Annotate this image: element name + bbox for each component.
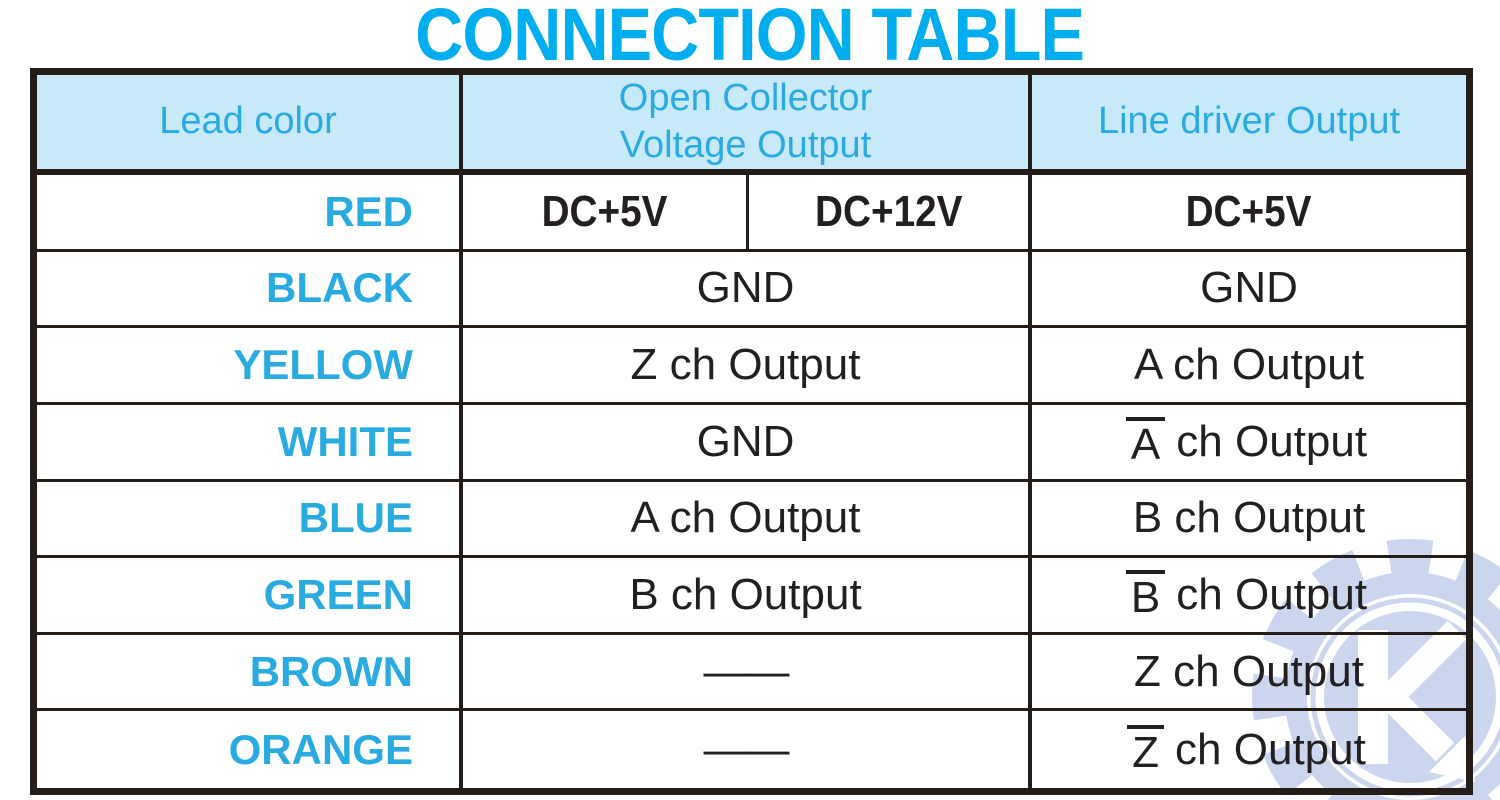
cell-black-oc: GND [463,251,1032,329]
page-title-wrap: CONNECTION TABLE [0,0,1500,76]
overline-signal: Z [1127,724,1165,775]
cell-blue-oc: A ch Output [463,481,1032,559]
table-row-yellow-lead: YELLOW [37,328,463,405]
cell-red-line-driver: DC+5V [1032,175,1466,252]
cell-yellow-line-driver: A ch Output [1032,328,1466,405]
cell-red-oc-12v: DC+12V [749,175,1032,252]
overline-signal: A [1125,416,1166,467]
cell-blue-line-driver: B ch Output [1032,482,1466,559]
cell-brown-line-driver: Z ch Output [1032,635,1466,712]
dash-mark: —— [703,724,790,774]
cell-orange-oc: —— [463,711,1032,788]
cell-red-oc-5v: DC+5V [463,175,749,252]
dash-mark: —— [703,646,790,696]
overline-signal: B [1125,569,1166,620]
cell-white-oc: GND [463,404,1032,482]
cell-yellow-oc: Z ch Output [463,328,1032,405]
connection-table: Lead color Open Collector Voltage Output… [30,68,1473,795]
table-row-white-lead: WHITE [37,404,463,482]
page-title: CONNECTION TABLE [415,0,1086,76]
table-row-black-lead: BLACK [37,251,463,329]
table-row-blue-lead: BLUE [37,481,463,559]
table-row-orange-lead: ORANGE [37,711,463,788]
header-line-driver: Line driver Output [1032,75,1466,175]
table-row-brown-lead: BROWN [37,634,463,712]
cell-black-line-driver: GND [1032,252,1466,329]
header-open-collector-label: Open Collector Voltage Output [618,76,873,167]
header-line-driver-label: Line driver Output [1097,100,1401,143]
table-row-red-lead: RED [37,175,463,252]
header-lead-color-label: Lead color [159,100,337,143]
table-row-green-lead: GREEN [37,558,463,635]
cell-green-oc: B ch Output [463,558,1032,635]
header-lead-color: Lead color [37,75,463,175]
cell-brown-oc: —— [463,634,1032,712]
header-open-collector: Open Collector Voltage Output [463,75,1032,175]
